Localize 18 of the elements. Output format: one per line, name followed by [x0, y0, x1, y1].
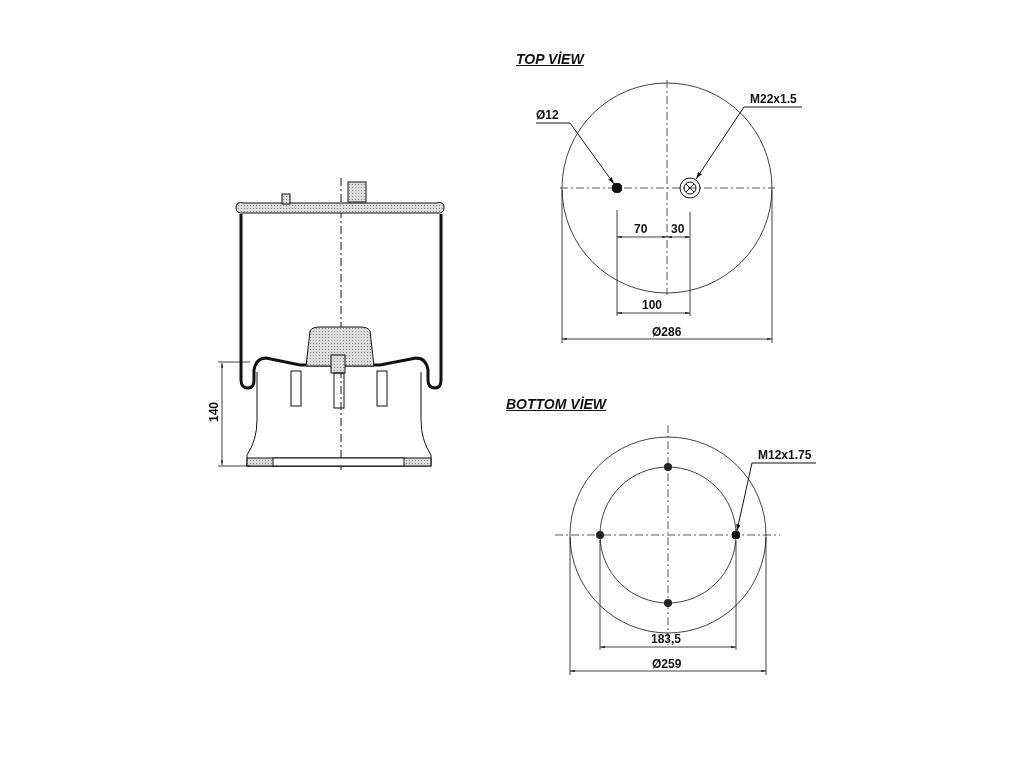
dimension-value: 140 — [207, 402, 221, 422]
view-title: TOP VİEW — [516, 52, 584, 66]
dimension-value: Ø259 — [652, 657, 682, 671]
dimension-value: 100 — [642, 298, 663, 312]
callout-text: Ø12 — [536, 108, 559, 122]
leader-line — [535, 122, 615, 185]
port-fitting — [679, 177, 701, 199]
dimension-value: 70 — [634, 222, 648, 236]
leader-line — [736, 462, 817, 532]
mounting-hole — [732, 531, 740, 539]
callout-text: M12x1.75 — [758, 448, 812, 462]
leader-line — [695, 106, 803, 180]
callout-text: M22x1.5 — [750, 92, 797, 106]
dimension-value: 30 — [671, 222, 685, 236]
view-title: BOTTOM VİEW — [506, 397, 607, 411]
dimension-value: Ø286 — [652, 325, 682, 339]
mounting-hole — [612, 183, 622, 193]
dimension-value: 183,5 — [651, 632, 682, 646]
